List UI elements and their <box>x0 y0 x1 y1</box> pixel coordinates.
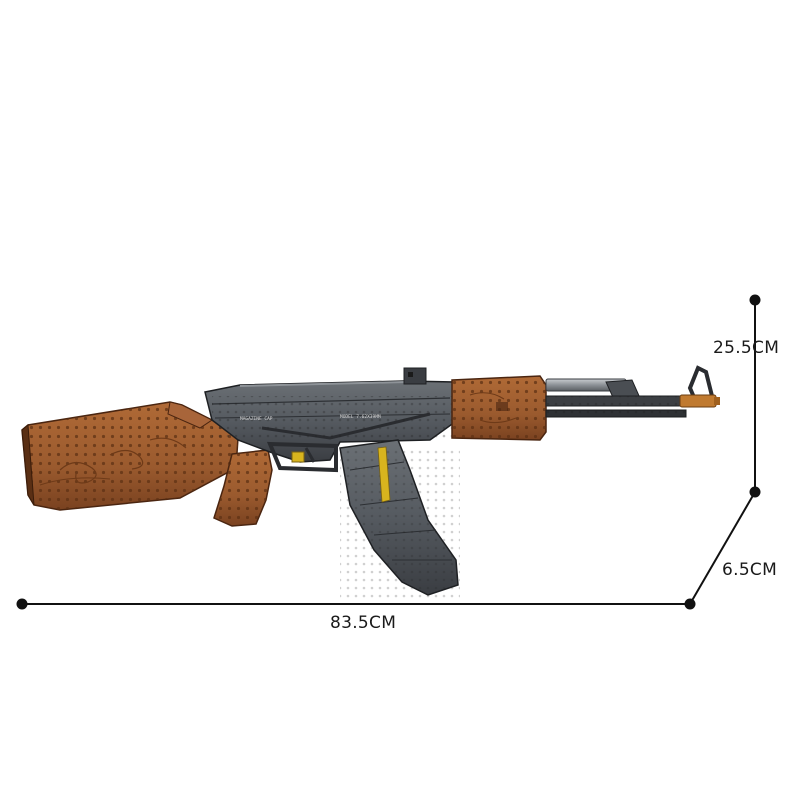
receiver-print-right: MODEL 7.62X39MM <box>340 414 381 420</box>
handguard <box>451 375 547 441</box>
dimension-dot-icon <box>684 598 696 610</box>
receiver-print-left: MAGAZINE CAP <box>240 416 273 422</box>
rifle-stock <box>21 401 239 511</box>
depth-dimension-label: 6.5CM <box>722 560 778 580</box>
depth-dimension-line <box>689 491 756 605</box>
dimension-dot-icon <box>749 294 761 306</box>
height-dimension-label: 25.5CM <box>713 338 780 358</box>
dimension-dot-icon <box>16 598 28 610</box>
length-dimension-label: 83.5CM <box>330 613 397 633</box>
rifle-magazine <box>339 439 460 598</box>
trigger-guard <box>266 441 338 473</box>
rifle-receiver: MAGAZINE CAP MODEL 7.62X39MM <box>204 367 456 463</box>
dimension-lines <box>16 294 761 610</box>
rifle-barrel <box>545 365 720 418</box>
pistol-grip <box>213 449 273 527</box>
